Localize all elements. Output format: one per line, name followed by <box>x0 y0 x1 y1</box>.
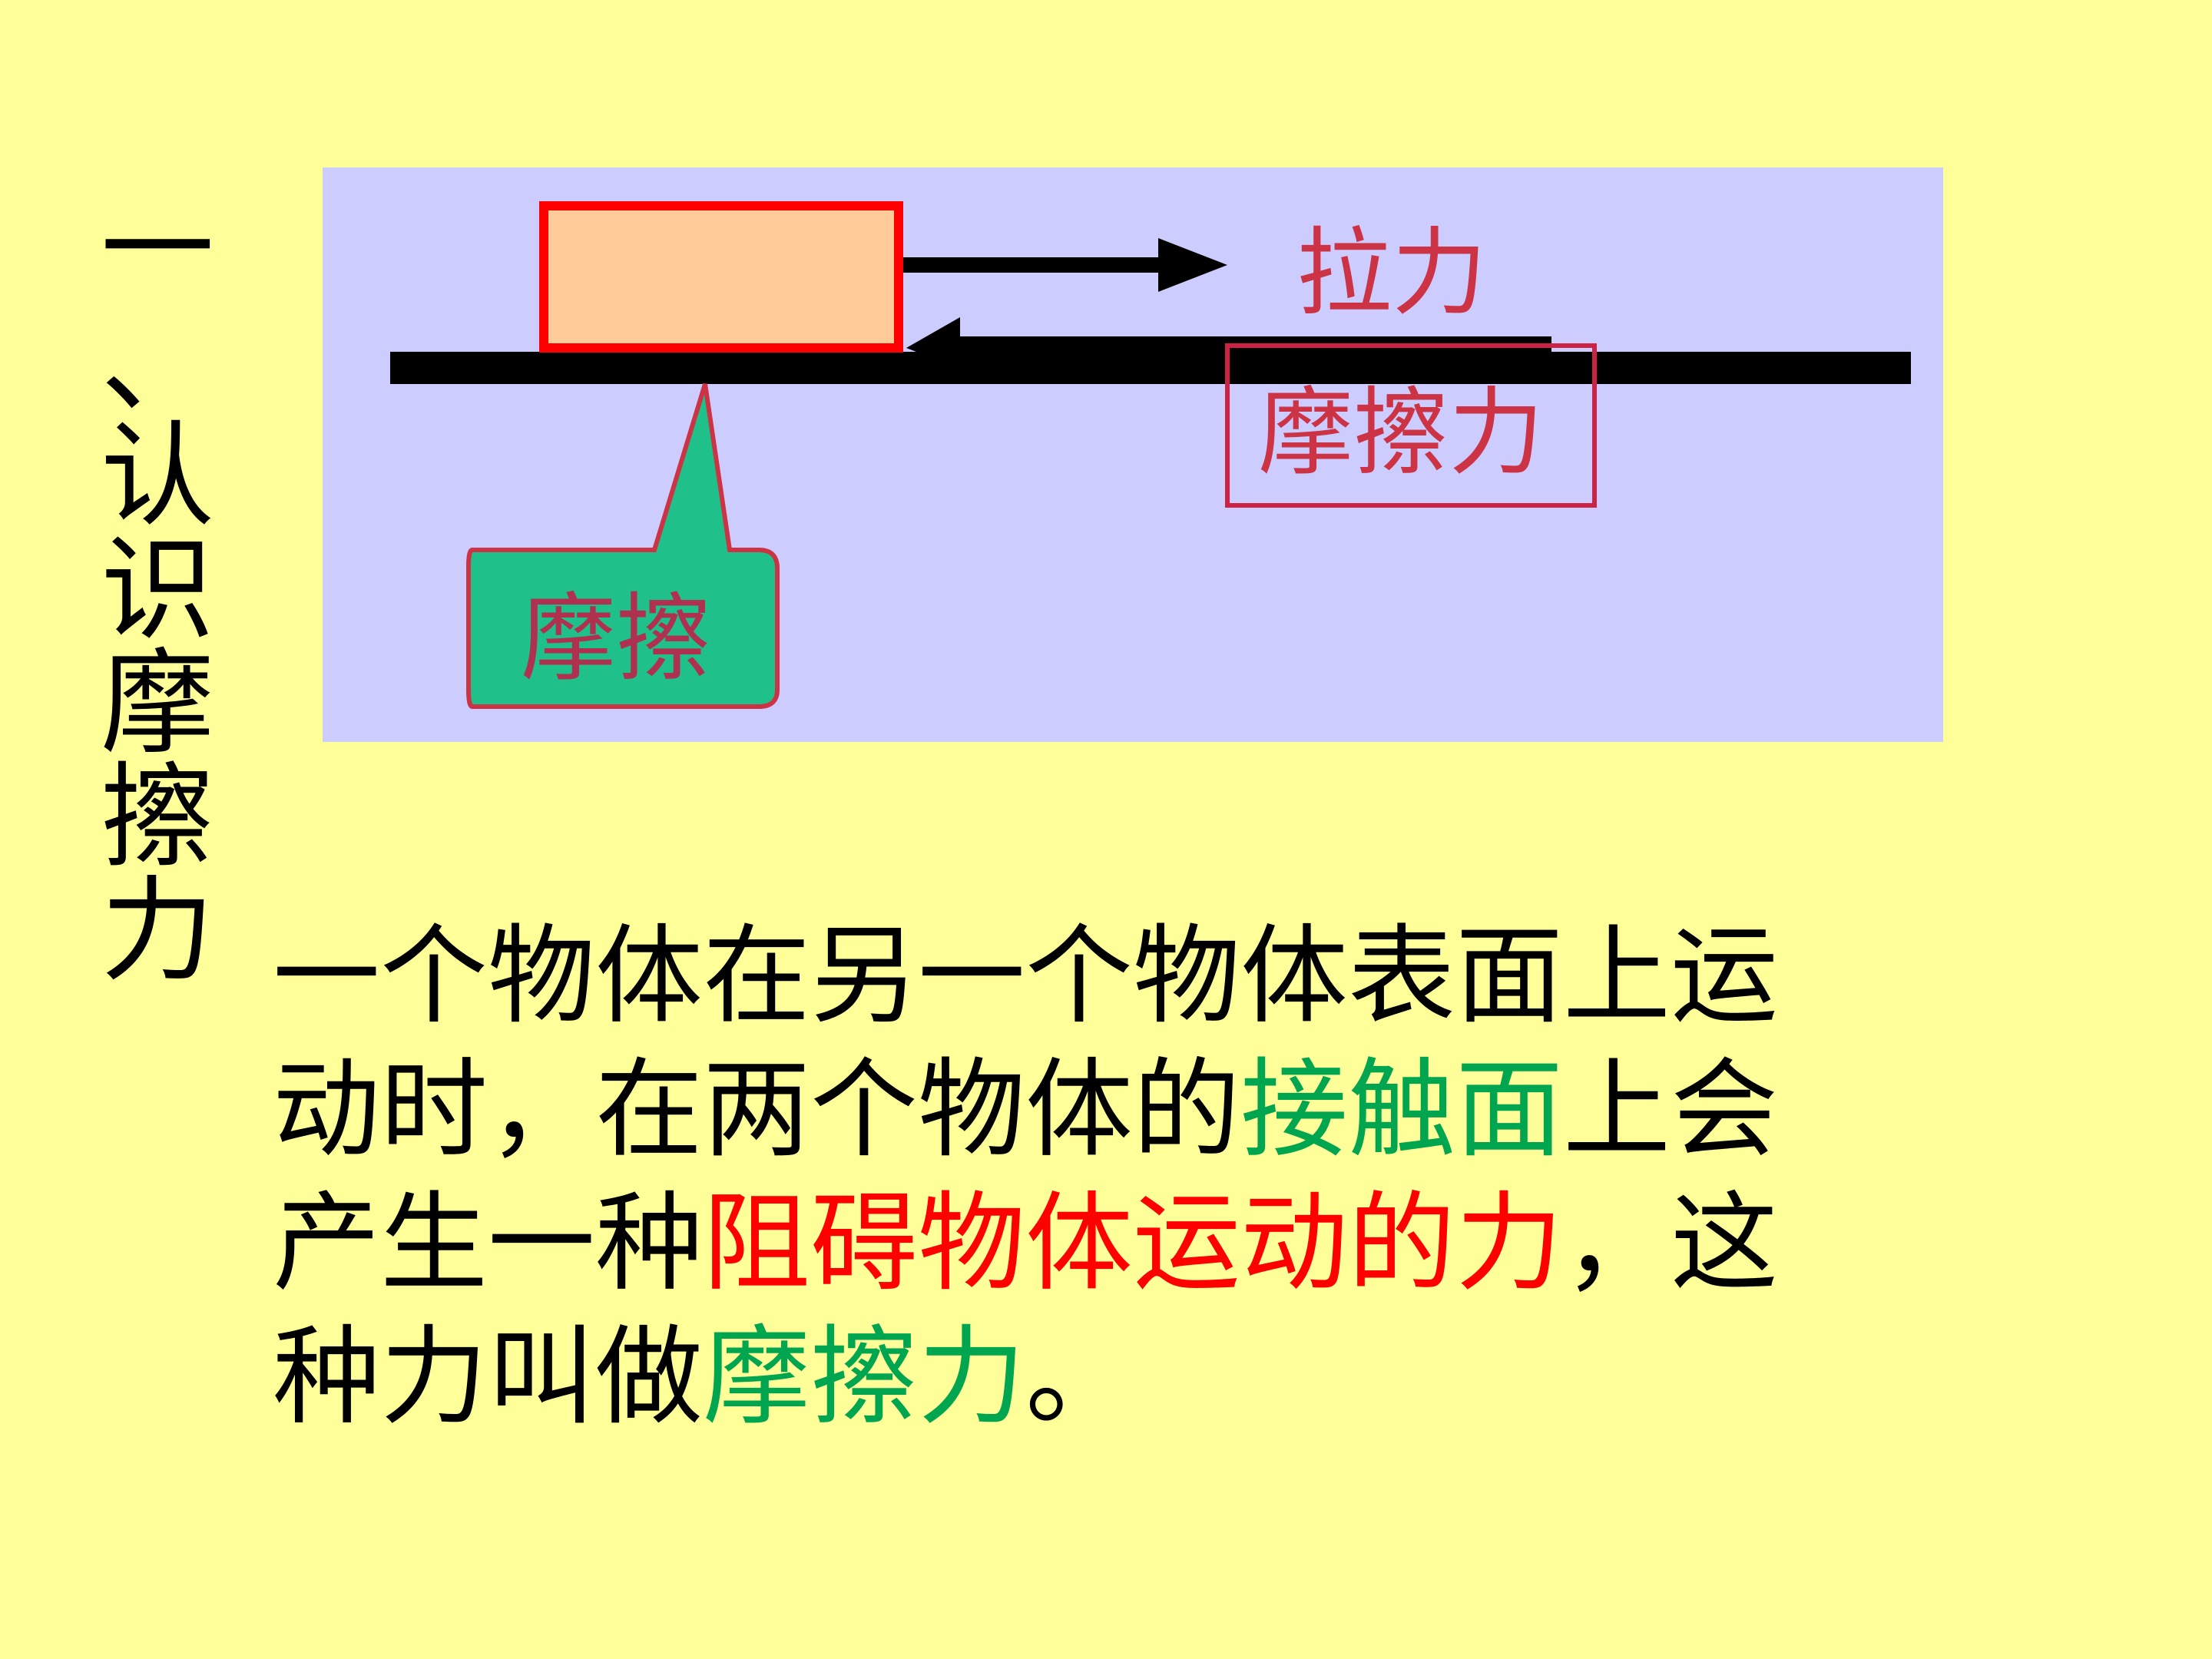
friction-label-box <box>1225 343 1597 508</box>
vertical-title: 一 、 认 识 摩 擦 力 <box>100 192 215 988</box>
definition-paragraph: 一个物体在另一个物体表面上运动时，在两个物体的接触面上会产生一种阻碍物体运动的力… <box>273 910 1847 1445</box>
title-char: 一 <box>101 183 214 315</box>
friction-diagram: 拉力 摩擦力 摩擦 <box>323 167 1943 742</box>
callout-bubble <box>466 383 780 709</box>
pull-force-label: 拉力 <box>1296 218 1487 329</box>
block <box>539 201 903 353</box>
pull-arrow-shaft <box>900 257 1161 273</box>
title-char: 、 <box>101 296 214 429</box>
callout-label: 摩擦 <box>521 584 711 694</box>
definition-text: 上会产生一种 <box>273 1048 1779 1306</box>
definition-text: ，这种力叫做 <box>273 1181 1779 1440</box>
title-char: 力 <box>101 865 214 997</box>
friction-term: 摩擦力 <box>703 1315 1026 1440</box>
definition-text: 。 <box>1025 1315 1134 1440</box>
contact-surface-term: 接触面 <box>1240 1048 1564 1173</box>
friction-arrow-head-icon <box>906 317 960 369</box>
title-char: 擦 <box>101 751 214 883</box>
resisting-force-phrase: 阻碍物体运动的力 <box>703 1181 1564 1306</box>
title-char: 摩 <box>101 637 214 770</box>
title-char: 认 <box>101 410 214 542</box>
pull-arrow-head-icon <box>1158 238 1227 292</box>
definition-text: 一个物体在另一个物体表面上运动时，在两个物体的 <box>273 914 1779 1173</box>
title-char: 识 <box>101 524 214 656</box>
friction-force-label: 摩擦力 <box>1258 378 1544 488</box>
